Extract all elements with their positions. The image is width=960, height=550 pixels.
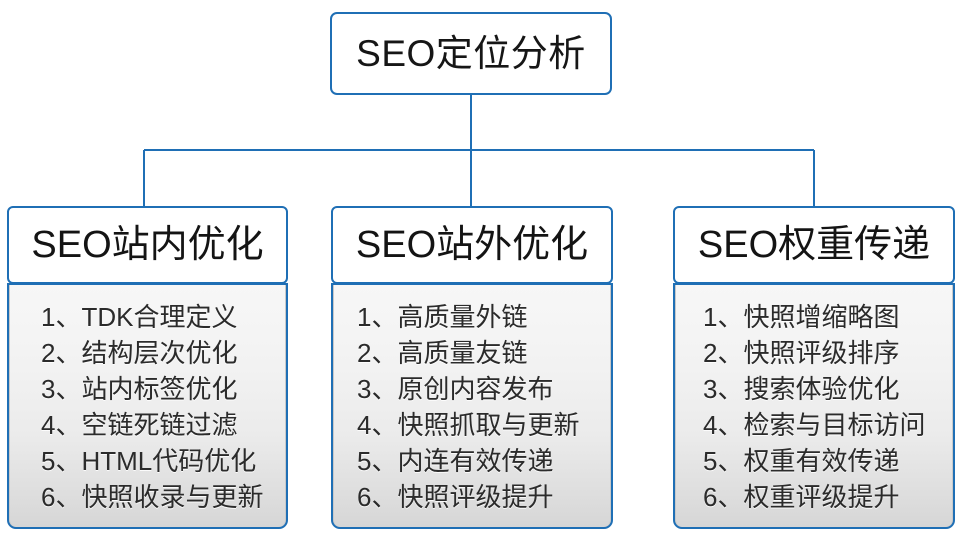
root-node: SEO定位分析 [330,12,612,95]
list-item: 5、权重有效传递 [703,446,900,476]
branch-header-label-2: SEO站外优化 [355,224,589,266]
list-item: 3、原创内容发布 [357,374,554,404]
list-item: 4、快照抓取与更新 [357,410,580,440]
list-item: 1、快照增缩略图 [703,302,900,332]
list-item: 5、内连有效传递 [357,446,554,476]
list-item: 6、权重评级提升 [703,482,900,512]
branch-list-3: 1、快照增缩略图 2、快照评级排序 3、搜索体验优化 4、检索与目标访问 5、权… [673,283,955,529]
branch-column-2: SEO站外优化 1、高质量外链 2、高质量友链 3、原创内容发布 4、快照抓取与… [331,206,613,529]
list-item: 5、HTML代码优化 [41,446,257,476]
branch-list-1: 1、TDK合理定义 2、结构层次优化 3、站内标签优化 4、空链死链过滤 5、H… [7,283,288,529]
branch-header-2: SEO站外优化 [331,206,613,284]
list-item: 4、检索与目标访问 [703,410,926,440]
list-item: 1、高质量外链 [357,302,528,332]
list-item: 1、TDK合理定义 [41,302,238,332]
list-item: 6、快照评级提升 [357,482,554,512]
list-item: 3、搜索体验优化 [703,374,900,404]
branch-list-2: 1、高质量外链 2、高质量友链 3、原创内容发布 4、快照抓取与更新 5、内连有… [331,283,613,529]
list-item: 2、快照评级排序 [703,338,900,368]
branch-header-label-1: SEO站内优化 [31,224,264,266]
branch-header-3: SEO权重传递 [673,206,955,284]
list-item: 3、站内标签优化 [41,374,238,404]
branch-column-3: SEO权重传递 1、快照增缩略图 2、快照评级排序 3、搜索体验优化 4、检索与… [673,206,955,529]
branch-header-1: SEO站内优化 [7,206,288,284]
list-item: 6、快照收录与更新 [41,482,264,512]
branch-header-label-3: SEO权重传递 [697,224,931,266]
root-node-label: SEO定位分析 [356,33,586,74]
branch-column-1: SEO站内优化 1、TDK合理定义 2、结构层次优化 3、站内标签优化 4、空链… [7,206,288,529]
list-item: 2、高质量友链 [357,338,528,368]
list-item: 2、结构层次优化 [41,338,238,368]
list-item: 4、空链死链过滤 [41,410,238,440]
